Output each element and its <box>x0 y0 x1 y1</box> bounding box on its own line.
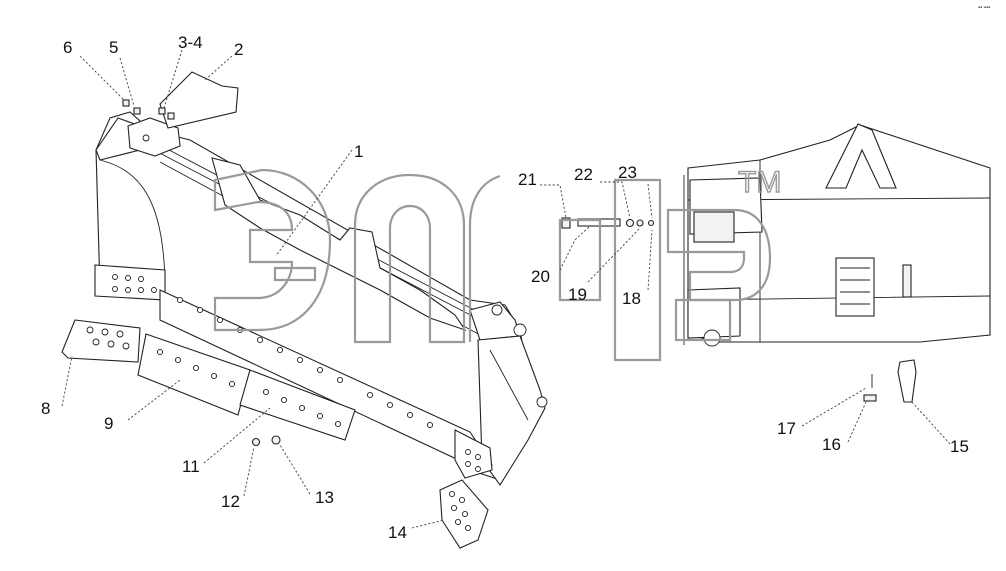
callout-8: 8 <box>41 399 50 418</box>
callout-1: 1 <box>354 142 363 161</box>
frame-bracket-triangle <box>825 123 897 189</box>
part-9-cutting-edge-segment <box>137 333 251 416</box>
right-hardware <box>863 359 917 403</box>
bolt-12 <box>251 437 261 447</box>
callout-6: 6 <box>63 38 72 57</box>
tractor-frame <box>683 123 991 347</box>
cutting-edge-holes <box>176 296 434 429</box>
left-corner-holes <box>112 274 157 293</box>
part-11-cutting-edge-segment <box>239 369 356 441</box>
callout-9: 9 <box>104 414 113 433</box>
callout-15: 15 <box>950 437 969 456</box>
callout-labels: 6 5 3-4 2 1 21 22 23 20 19 18 8 9 11 12 … <box>41 33 969 542</box>
callout-5: 5 <box>109 38 118 57</box>
dozer-blade <box>94 111 548 486</box>
callout-11: 11 <box>182 457 200 476</box>
part-2-guard-plate <box>159 71 239 129</box>
watermark-tm: TM <box>738 166 781 199</box>
callout-12: 12 <box>221 492 240 511</box>
part-8-end-bit <box>61 319 141 363</box>
callout-22: 22 <box>574 165 593 184</box>
frame-slot <box>902 264 912 298</box>
blade-left-cutting-corner-holes <box>94 264 166 301</box>
part-14-end-bit <box>439 479 489 549</box>
callout-2: 2 <box>234 40 243 59</box>
callout-23: 23 <box>618 163 637 182</box>
watermark-logo: TM <box>213 165 782 362</box>
callout-21: 21 <box>518 170 537 189</box>
callout-13: 13 <box>315 488 334 507</box>
callout-14: 14 <box>388 523 407 542</box>
callout-17: 17 <box>777 419 796 438</box>
top-bracket <box>127 117 181 157</box>
right-corner-holes <box>454 429 493 479</box>
corner-mark: ▪▪ ▪▪▪ <box>978 5 990 11</box>
callout-16: 16 <box>822 435 841 454</box>
nut-13 <box>271 435 281 445</box>
callout-20: 20 <box>531 267 550 286</box>
leader-lines <box>61 49 951 529</box>
callout-19: 19 <box>568 285 587 304</box>
top-fasteners <box>122 99 175 120</box>
callout-18: 18 <box>622 289 641 308</box>
blade-top-edge-ribs <box>211 157 467 332</box>
frame-mount-block <box>835 257 875 317</box>
callout-3-4: 3-4 <box>178 33 203 52</box>
